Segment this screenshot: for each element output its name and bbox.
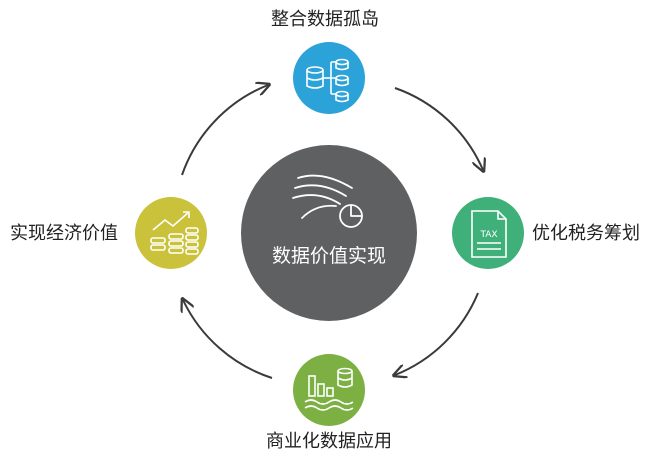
svg-text:TAX: TAX xyxy=(479,230,497,240)
tax-document-icon: TAX xyxy=(471,210,507,258)
center-node: 数据价值实现 xyxy=(241,145,417,321)
node-top xyxy=(293,42,365,114)
node-right-label: 优化税务筹划 xyxy=(532,223,640,244)
center-title: 数据价值实现 xyxy=(272,245,386,267)
bar-chart-database-icon xyxy=(304,367,354,411)
node-left-label: 实现经济价值 xyxy=(10,223,118,244)
data-flow-chart-icon xyxy=(292,174,363,228)
arrow-left-to-top xyxy=(181,85,268,176)
node-left xyxy=(135,197,207,269)
coins-growth-icon xyxy=(150,211,199,255)
node-bottom xyxy=(293,354,365,426)
arrow-bottom-to-left xyxy=(183,300,273,379)
arrow-top-to-right xyxy=(394,87,483,170)
node-bottom-label: 商业化数据应用 xyxy=(266,431,392,452)
database-network-icon xyxy=(306,58,349,103)
node-right: TAX xyxy=(452,197,524,269)
arrow-right-to-bottom xyxy=(395,292,479,375)
node-top-label: 整合数据孤岛 xyxy=(271,9,379,30)
